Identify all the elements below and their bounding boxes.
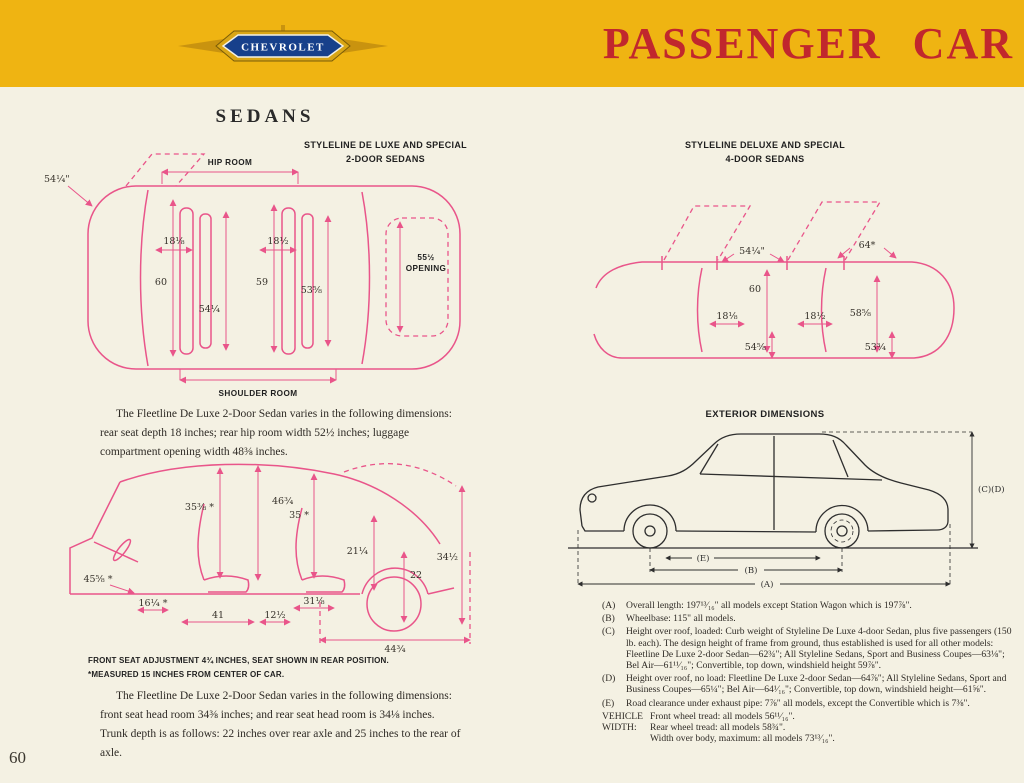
- spec-label-e: (E): [602, 697, 615, 709]
- spec-label-c: (C): [602, 626, 615, 638]
- spec-item-d: (D) Height over roof, no load: Fleetline…: [602, 673, 1014, 695]
- spec-item-c: (C) Height over roof, loaded: Curb weigh…: [602, 626, 1014, 671]
- four-door-diagram-title-line2: 4-DOOR SEDANS: [725, 153, 805, 164]
- dim-16-label: 16¼ *: [138, 598, 167, 609]
- two-door-diagram-title-line1: STYLELINE DE LUXE AND SPECIAL: [304, 140, 467, 150]
- spec-text-e: Road clearance under exhaust pipe: 7⅞" a…: [626, 697, 970, 709]
- front-seat-caption: FRONT SEAT ADJUSTMENT 4¾ INCHES, SEAT SH…: [88, 656, 389, 665]
- dim-44-label: 44¾: [384, 644, 405, 654]
- vehicle-width-values: Front wheel tread: all models 56¹¹⁄₁₆". …: [650, 711, 1014, 745]
- logo-inner-bowtie: [221, 34, 345, 58]
- dim-22-label: 22: [410, 570, 422, 581]
- label-e: (E): [697, 553, 710, 564]
- car-top-view-outline: [87, 153, 461, 370]
- dim-46-label: 46¾: [272, 496, 293, 507]
- vehicle-width-labels: VEHICLE WIDTH:: [602, 711, 650, 745]
- dim-35a-label: 35⅜ *: [185, 502, 214, 513]
- sedans-heading: SEDANS: [215, 106, 315, 127]
- dim-18a-label: 18⅛: [163, 236, 184, 247]
- hip-room-label: HIP ROOM: [208, 158, 252, 167]
- page-number: 60: [9, 748, 26, 767]
- dim3-60-label: 60: [749, 284, 761, 295]
- exterior-specs-list: (A) Overall length: 197¹³⁄₁₆" all models…: [602, 600, 1014, 744]
- logo-mast: [281, 25, 285, 32]
- dim-59-label: 59: [256, 277, 268, 288]
- spec-item-a: (A) Overall length: 197¹³⁄₁₆" all models…: [602, 600, 1014, 611]
- spec-label-b: (B): [602, 613, 615, 625]
- fleetline-paragraph-2: The Fleetline De Luxe 2-Door Sedan varie…: [100, 690, 461, 759]
- seat-side-view-diagram: 35⅜ * 46¾ 35 * 21¼ 34½ 22 31⅛ 12½ 41 16¼…: [69, 463, 471, 654]
- exterior-dimensions-heading: EXTERIOR DIMENSIONS: [705, 409, 825, 420]
- vehicle-width-label-line2: WIDTH:: [602, 722, 637, 734]
- chevrolet-logo: CHEVROLET: [168, 25, 398, 72]
- dim-41-label: 41: [212, 610, 224, 621]
- seat-side-view-outline: [69, 463, 457, 632]
- logo-left-wing: [178, 38, 230, 54]
- dim-54a-label: 54¼": [44, 174, 70, 185]
- rear-wheel-tread: Rear wheel tread: all models 58¾".: [650, 722, 786, 734]
- dim-34-label: 34½: [437, 552, 458, 563]
- width-over-body: Width over body, maximum: all models 73¹…: [650, 733, 835, 745]
- shoulder-room-label: SHOULDER ROOM: [219, 389, 298, 398]
- front-wheel-tread: Front wheel tread: all models 56¹¹⁄₁₆".: [650, 710, 795, 722]
- two-door-diagram-title: STYLELINE DE LUXE AND SPECIAL 2-DOOR SED…: [298, 139, 473, 167]
- spec-text-a: Overall length: 197¹³⁄₁₆" all models exc…: [626, 600, 912, 611]
- two-door-diagram-title-line2: 2-DOOR SEDANS: [346, 153, 425, 164]
- dim-12-label: 12½: [264, 610, 285, 621]
- seat-side-view-dimensions: 35⅜ * 46¾ 35 * 21¼ 34½ 22 31⅛ 12½ 41 16¼…: [83, 465, 471, 654]
- dim-60-label: 60: [155, 277, 167, 288]
- dim3-18a-label: 18⅛: [716, 311, 737, 322]
- four-door-top-view-diagram: 54¼" 64* 60 58⅝ 18⅛ 18½ 54⅝ 53¾: [593, 201, 955, 359]
- dim-45-label: 45⅝ *: [83, 574, 112, 585]
- dim3-58-label: 58⅝: [850, 308, 871, 319]
- vehicle-width-label-line1: VEHICLE: [602, 710, 644, 722]
- spec-label-d: (D): [602, 673, 616, 685]
- dim-21-label: 21¼: [347, 546, 368, 557]
- car-top-view-dimensions: 54¼" HIP ROOM 60 54¼ 59 53⅝ 18⅛ 18½ 55½ …: [44, 158, 446, 398]
- dim-31-label: 31⅛: [303, 596, 324, 607]
- header-band: CHEVROLET PASSENGER CAR: [0, 0, 1024, 87]
- four-door-diagram-title: STYLELINE DELUXE AND SPECIAL 4-DOOR SEDA…: [640, 139, 890, 167]
- label-a: (A): [761, 579, 774, 590]
- dim-18b-label: 18½: [267, 236, 288, 247]
- dim-35b-label: 35 *: [289, 510, 309, 521]
- logo-right-wing: [336, 38, 388, 54]
- dim3-54a-label: 54¼": [739, 246, 765, 257]
- two-door-top-view-diagram: 54¼" HIP ROOM 60 54¼ 59 53⅝ 18⅛ 18½ 55½ …: [44, 153, 461, 398]
- chevrolet-badge-icon: CHEVROLET: [178, 25, 388, 62]
- vehicle-width-block: VEHICLE WIDTH: Front wheel tread: all mo…: [602, 711, 1014, 745]
- spec-text-b: Wheelbase: 115" all models.: [626, 613, 736, 625]
- dim-55-label: 55½: [417, 253, 434, 262]
- logo-brand-text: CHEVROLET: [241, 42, 325, 54]
- page-title: PASSENGER CAR: [602, 19, 1014, 68]
- spec-text-c: Height over roof, loaded: Curb weight of…: [626, 626, 1012, 672]
- label-cd: (C)(D): [978, 484, 1005, 495]
- opening-label: OPENING: [406, 264, 447, 273]
- spec-item-e: (E) Road clearance under exhaust pipe: 7…: [602, 698, 1014, 709]
- dim3-18b-label: 18½: [804, 311, 825, 322]
- spec-text-d: Height over roof, no load: Fleetline De …: [626, 673, 1007, 696]
- car-side-outline: [568, 433, 978, 549]
- measured-caption: *MEASURED 15 INCHES FROM CENTER OF CAR.: [88, 670, 285, 679]
- dim3-53-label: 53¾: [865, 342, 886, 353]
- label-b: (B): [745, 565, 758, 576]
- spec-label-a: (A): [602, 600, 616, 611]
- dim3-64-label: 64*: [859, 240, 876, 251]
- dim-54b-label: 54¼: [199, 304, 220, 315]
- dim-53-label: 53⅝: [301, 285, 322, 296]
- fleetline-paragraph-1: The Fleetline De Luxe 2-Door Sedan varie…: [100, 408, 452, 458]
- four-door-dimensions: 54¼" 64* 60 58⅝ 18⅛ 18½ 54⅝ 53¾: [709, 240, 897, 359]
- dim3-54b-label: 54⅝: [745, 342, 766, 353]
- exterior-side-view-diagram: (E) (B) (A) (C)(D): [568, 431, 1005, 590]
- four-door-outline: [593, 201, 955, 359]
- car-side-dimensions: (E) (B) (A) (C)(D): [577, 431, 1005, 590]
- spec-item-b: (B) Wheelbase: 115" all models.: [602, 613, 1014, 624]
- four-door-diagram-title-line1: STYLELINE DELUXE AND SPECIAL: [684, 140, 846, 150]
